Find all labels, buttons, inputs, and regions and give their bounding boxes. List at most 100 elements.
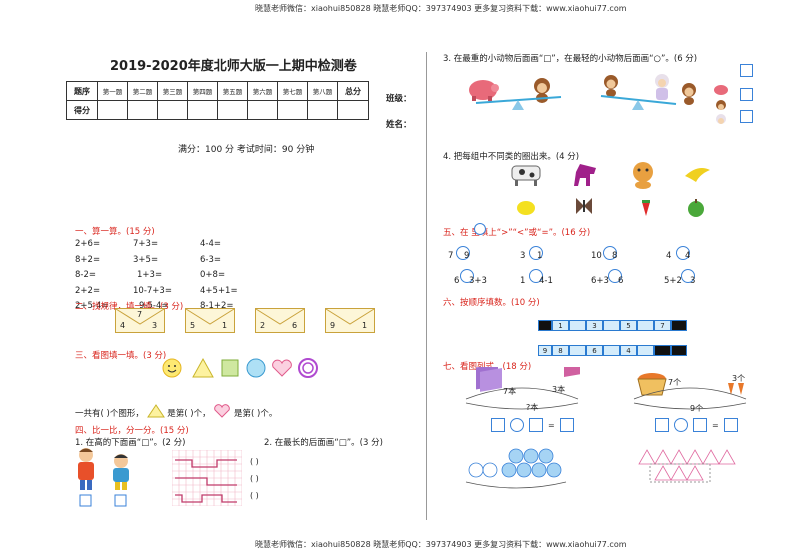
answer-box[interactable] bbox=[79, 494, 92, 507]
dog-icon bbox=[633, 162, 653, 189]
score-row-label: 得分 bbox=[66, 100, 98, 120]
bracket-top bbox=[633, 387, 747, 400]
carrot-icon bbox=[728, 383, 744, 395]
sequence-cell-blank[interactable] bbox=[637, 320, 654, 331]
odd-one-out-illustration bbox=[511, 162, 710, 217]
envelope: 5 1 bbox=[185, 308, 235, 333]
score-cell[interactable] bbox=[157, 100, 188, 120]
pig-icon bbox=[714, 85, 728, 95]
score-cell[interactable] bbox=[307, 100, 338, 120]
books-label: 7本 bbox=[503, 387, 517, 396]
score-cell[interactable] bbox=[97, 100, 128, 120]
seesaw-base bbox=[632, 100, 644, 110]
score-cell[interactable] bbox=[217, 100, 248, 120]
smiley-icon bbox=[162, 358, 182, 378]
section5-title: 五、在 里填上“>”“<”或“=”。(16 分) bbox=[443, 228, 591, 238]
sequence-cell-blank[interactable] bbox=[637, 345, 654, 356]
compare-left: 1 bbox=[520, 276, 526, 286]
answer-box[interactable] bbox=[491, 418, 505, 432]
sec3-q-part: 是第( )个， bbox=[167, 409, 211, 419]
answer-box[interactable] bbox=[740, 88, 753, 101]
compare-circle[interactable] bbox=[460, 269, 474, 283]
compare-circle[interactable] bbox=[608, 269, 622, 283]
seesaw-plank bbox=[475, 96, 562, 104]
section1-title: 一、算一算。(15 分) bbox=[75, 227, 155, 237]
paren-blank[interactable]: ( ) bbox=[250, 457, 259, 466]
monkey-icon bbox=[682, 83, 696, 105]
circles-group-illustration bbox=[465, 448, 567, 489]
score-cell[interactable] bbox=[127, 100, 158, 120]
envelope: 9 1 bbox=[325, 308, 375, 333]
short-boy-icon bbox=[113, 454, 129, 490]
compare-left: 7 bbox=[448, 251, 454, 261]
answer-box[interactable] bbox=[693, 418, 707, 432]
envelope: 4 7 3 bbox=[115, 308, 165, 333]
score-header-cell: 第三题 bbox=[157, 81, 188, 101]
answer-box[interactable] bbox=[114, 494, 127, 507]
sequence-cell: 8 bbox=[552, 345, 569, 356]
score-cell[interactable] bbox=[247, 100, 278, 120]
triangle-outline-icon bbox=[670, 449, 688, 465]
q4-text: 4. 把每组中不同类的圈出来。(4 分) bbox=[443, 152, 580, 162]
sequence-cell bbox=[538, 320, 552, 331]
equation-row-2: = bbox=[655, 418, 738, 432]
answer-box[interactable] bbox=[559, 418, 574, 432]
sequence-cell-blank[interactable] bbox=[569, 320, 586, 331]
paren-blank[interactable]: ( ) bbox=[250, 474, 259, 483]
compare-circle[interactable] bbox=[456, 246, 470, 260]
bird-icon bbox=[685, 168, 710, 182]
bracket-top bbox=[465, 387, 579, 400]
sec4-q1: 1. 在高的下面画“□”。(2 分) bbox=[75, 438, 186, 448]
section6-title: 六、按顺序填数。(10 分) bbox=[443, 298, 540, 308]
compare-right: 3 bbox=[690, 276, 696, 286]
answer-box[interactable] bbox=[740, 110, 753, 123]
sequence-cell-blank[interactable] bbox=[603, 345, 620, 356]
math-problem: 2+6= bbox=[75, 239, 101, 249]
bracket-bottom bbox=[633, 402, 747, 410]
compare-left: 10 bbox=[591, 251, 602, 261]
compare-circle[interactable] bbox=[681, 269, 695, 283]
triangle-outline-icon bbox=[670, 465, 688, 481]
answer-box[interactable] bbox=[740, 64, 753, 77]
math-problem: 8+2= bbox=[75, 254, 101, 265]
answer-box[interactable] bbox=[529, 418, 543, 432]
compare-right: 4 bbox=[685, 251, 691, 261]
compare-right: 4-1 bbox=[539, 276, 553, 286]
operator-circle[interactable] bbox=[674, 418, 688, 432]
sequence-cell-blank[interactable] bbox=[569, 345, 586, 356]
blue-circle-icon bbox=[501, 462, 517, 478]
operator-circle[interactable] bbox=[510, 418, 524, 432]
compare-left: 4 bbox=[666, 251, 672, 261]
paren-blank[interactable]: ( ) bbox=[250, 491, 259, 500]
score-header-cell: 总分 bbox=[337, 81, 369, 101]
sequence-cell bbox=[671, 345, 687, 356]
answer-box[interactable] bbox=[655, 418, 669, 432]
math-problem: 8-2= bbox=[75, 270, 97, 280]
sec3-q-part: 一共有( )个图形， bbox=[75, 409, 144, 419]
compare-circle[interactable] bbox=[603, 246, 617, 260]
sequence-cell-blank[interactable] bbox=[603, 320, 620, 331]
class-label: 班级： bbox=[386, 94, 412, 104]
math-problem: 10-7+3= bbox=[133, 285, 172, 296]
sequence-cell: 5 bbox=[620, 320, 637, 331]
strawberry-icon bbox=[642, 200, 650, 216]
bracket-bottom bbox=[465, 402, 579, 410]
compare-circle[interactable] bbox=[529, 269, 543, 283]
math-problem: 1+3= bbox=[137, 270, 163, 280]
compare-grid: 7 9 3 1 10 8 4 4 6 3+3 1 4-1 6+3 6 5+2 3 bbox=[448, 246, 748, 289]
section3-title: 三、看图填一填。(3 分) bbox=[75, 351, 167, 361]
sequence-cell bbox=[654, 345, 671, 356]
answer-box[interactable] bbox=[723, 418, 738, 432]
score-cell[interactable] bbox=[187, 100, 218, 120]
score-cell[interactable] bbox=[337, 100, 369, 120]
compare-circle[interactable] bbox=[676, 246, 690, 260]
triangle-outline-icon bbox=[654, 449, 672, 465]
score-cell[interactable] bbox=[277, 100, 308, 120]
dashed-box bbox=[649, 463, 711, 483]
math-problem: 9-5-4= bbox=[139, 301, 169, 311]
envelope-right: 6 bbox=[292, 321, 298, 330]
tall-boy-icon bbox=[78, 448, 94, 490]
title-answer-circle bbox=[474, 223, 486, 235]
compare-circle[interactable] bbox=[529, 246, 543, 260]
circle-icon bbox=[246, 358, 266, 378]
